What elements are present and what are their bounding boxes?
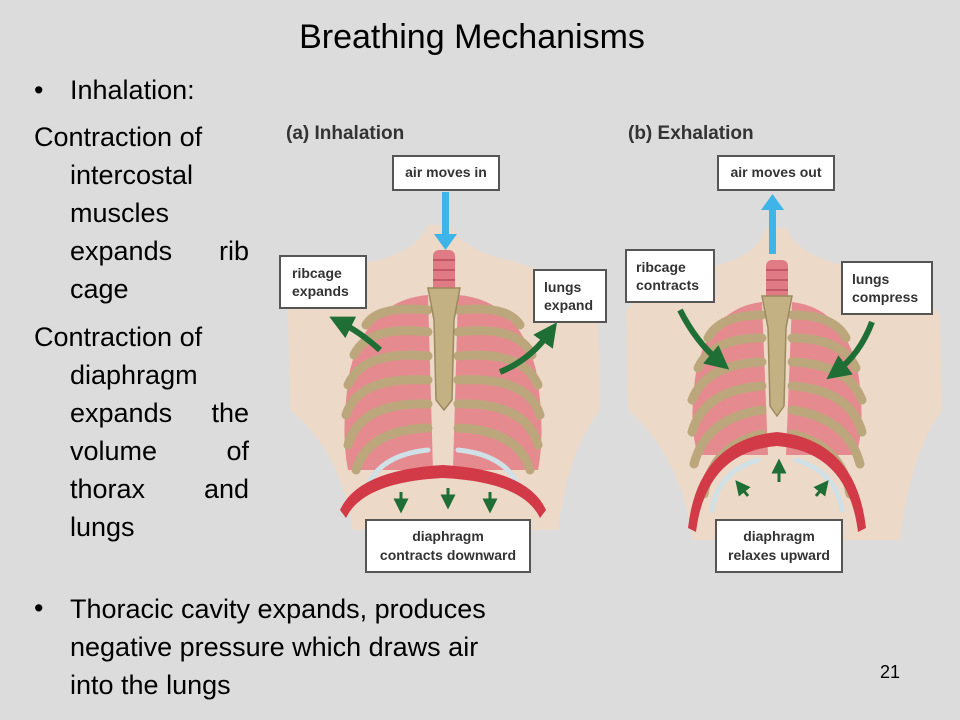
bullet-dot: • [34,75,44,105]
diaphragm-down-arrows [393,488,498,514]
paragraph-first-line: Contraction of [34,322,203,352]
label-air-moves-in: air moves in [392,155,500,191]
svg-text:relaxes upward: relaxes upward [728,547,830,563]
air-in-arrow [434,192,457,250]
inhalation-heading: (a) Inhalation [286,123,404,144]
sternum [761,295,793,418]
svg-text:air moves in: air moves in [405,164,487,180]
bullet-text: Thoracic cavity expands, produces negati… [70,594,486,700]
svg-text:contracts downward: contracts downward [380,547,516,563]
ribcage [341,304,545,475]
trachea-shape [433,250,455,298]
label-ribcage-expands: ribcage expands [279,255,367,309]
exhalation-heading: (b) Exhalation [628,123,754,144]
label-ribcage-contracts: ribcage contracts [625,249,715,303]
svg-text:lungs: lungs [544,279,582,295]
svg-text:diaphragm: diaphragm [412,528,484,544]
svg-text:expand: expand [544,297,593,313]
paragraph-intercostal: Contraction of intercostal muscles expan… [34,118,249,308]
trachea-shape [766,260,788,305]
sternum [427,287,461,412]
label-diaphragm-relaxes: diaphragm relaxes upward [715,519,843,573]
svg-text:expands: expands [292,283,349,299]
ribcage-contract-arrow [677,308,730,370]
breathing-diagram: (a) Inhalation [279,123,942,573]
svg-text:lungs: lungs [852,271,890,287]
svg-text:air moves out: air moves out [730,164,821,180]
bullet-thoracic-cavity: • Thoracic cavity expands, produces nega… [34,590,504,704]
slide-title: Breathing Mechanisms [299,18,645,56]
label-diaphragm-contracts: diaphragm contracts downward [365,519,531,573]
label-lungs-compress: lungs compress [841,261,933,315]
bullet-inhalation: • Inhalation: [34,72,195,108]
diaphragm-up-arrows [735,458,829,497]
label-air-moves-out: air moves out [717,155,835,191]
page-number: 21 [880,662,901,682]
inhalation-panel: (a) Inhalation [279,123,607,573]
ribcage-expand-arrow [329,316,383,353]
svg-text:ribcage: ribcage [292,265,342,281]
svg-text:compress: compress [852,289,918,305]
lungs-compress-arrow [826,320,875,380]
exhalation-panel: (b) Exhalation [625,123,942,573]
paragraph-rest: intercostal muscles expands rib cage [70,160,249,304]
paragraph-first-line: Contraction of [34,122,203,152]
air-out-arrow [761,194,784,254]
diaphragm-shape [340,465,546,518]
paragraph-rest: diaphragm expands the volume of thorax a… [70,360,249,542]
svg-text:ribcage: ribcage [636,259,686,275]
paragraph-diaphragm: Contraction of diaphragm expands the vol… [34,318,249,546]
svg-text:diaphragm: diaphragm [743,528,815,544]
bullet-dot: • [34,593,44,623]
svg-text:contracts: contracts [636,277,699,293]
label-lungs-expand: lungs expand [533,269,607,323]
diaphragm-shape [688,432,866,532]
bullet-text: Inhalation: [70,75,195,105]
lungs-expand-arrow [498,322,557,375]
